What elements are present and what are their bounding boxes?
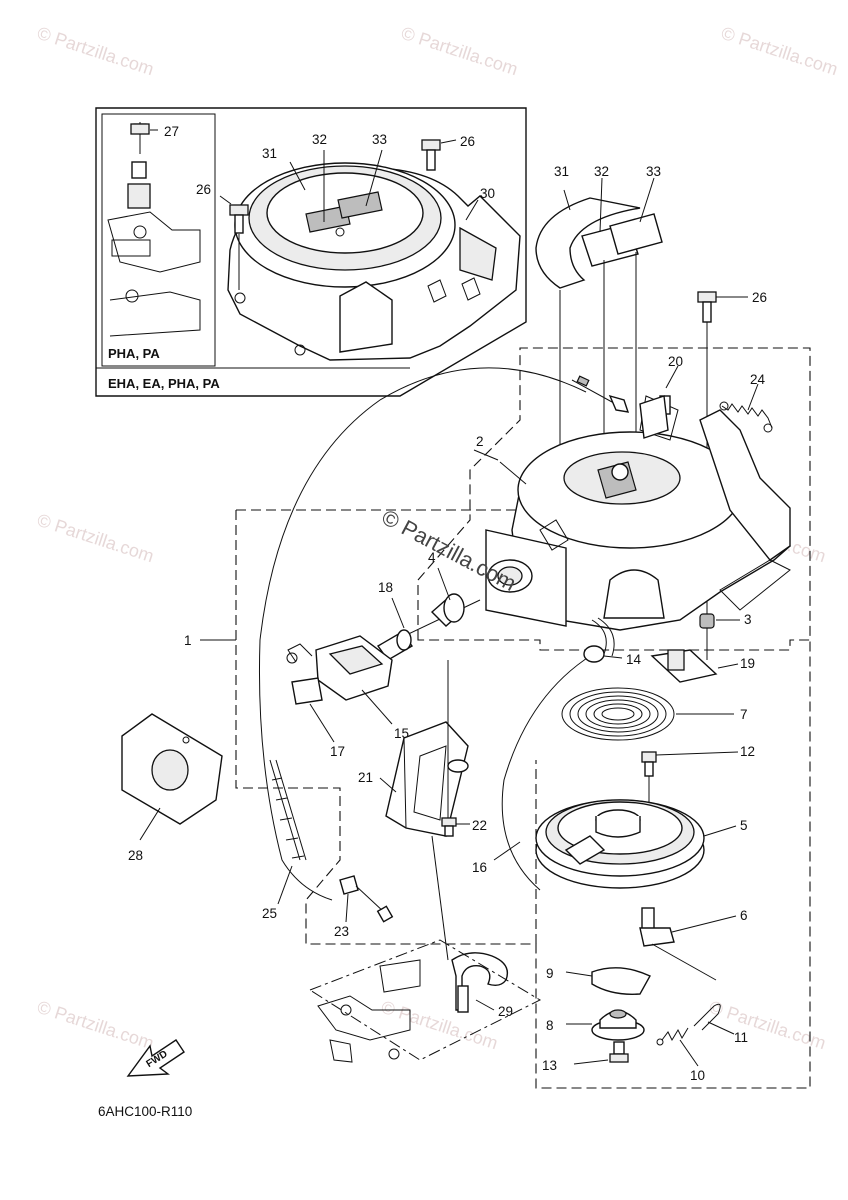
spring-24: 24 bbox=[719, 372, 773, 433]
callout-29: 29 bbox=[498, 1004, 513, 1019]
decals-exploded: 31 32 33 bbox=[535, 164, 663, 510]
callout-8: 8 bbox=[546, 1018, 554, 1033]
callout-1: 1 bbox=[184, 633, 192, 648]
callout-7: 7 bbox=[740, 707, 748, 722]
watermark: © Partzilla.com bbox=[35, 23, 157, 80]
callout-23: 23 bbox=[334, 924, 349, 939]
screw-22: 22 bbox=[441, 817, 487, 837]
callout-20: 20 bbox=[668, 354, 683, 369]
inset-bolt-26-left bbox=[219, 195, 249, 290]
cable-sheath bbox=[271, 777, 305, 859]
plate-9: 9 bbox=[546, 966, 651, 995]
callout-32: 32 bbox=[594, 164, 609, 179]
cable-25 bbox=[258, 367, 587, 901]
inset-inner-label: PHA, PA bbox=[108, 346, 160, 361]
callout-33: 33 bbox=[372, 132, 387, 147]
inset-panel: PHA, PA EHA, EA, PHA, PA bbox=[95, 107, 527, 397]
callout-33: 33 bbox=[646, 164, 661, 179]
callout-2: 2 bbox=[476, 434, 484, 449]
inset-bolt-27 bbox=[130, 123, 158, 135]
clip-11: 11 bbox=[693, 1003, 748, 1045]
callout-26: 26 bbox=[460, 134, 475, 149]
bolt-13: 13 bbox=[542, 1041, 629, 1073]
watermark: © Partzilla.com bbox=[399, 23, 521, 80]
inset-starter-housing bbox=[227, 162, 521, 361]
callout-32: 32 bbox=[312, 132, 327, 147]
recoil-spring-7: 7 bbox=[561, 687, 748, 741]
hose-29: 29 bbox=[451, 952, 513, 1019]
inset-outer-label: EHA, EA, PHA, PA bbox=[108, 376, 220, 391]
callout-3: 3 bbox=[744, 612, 752, 627]
ring-14: 14 bbox=[583, 645, 642, 667]
bolt-12: 12 bbox=[641, 744, 755, 820]
watermark: © Partzilla.com bbox=[719, 23, 841, 80]
callout-27: 27 bbox=[164, 124, 179, 139]
handle-15: 15 bbox=[315, 635, 409, 741]
pawl-6: 6 bbox=[639, 907, 748, 981]
callout-4: 4 bbox=[428, 550, 436, 565]
engine-bracket-sketch bbox=[308, 939, 542, 1063]
guide-19: 19 bbox=[650, 649, 755, 683]
callout-17: 17 bbox=[330, 744, 345, 759]
callout-18: 18 bbox=[378, 580, 393, 595]
pulley-5: 5 bbox=[535, 799, 748, 889]
cable-end-23: 23 bbox=[334, 875, 394, 939]
callout-10: 10 bbox=[690, 1068, 705, 1083]
callout-5: 5 bbox=[740, 818, 748, 833]
callout-30: 30 bbox=[480, 186, 495, 201]
callout-9: 9 bbox=[546, 966, 554, 981]
callout-22: 22 bbox=[472, 818, 487, 833]
cap-8: 8 bbox=[546, 1009, 645, 1041]
callout-26: 26 bbox=[752, 290, 767, 305]
starter-housing: 2 bbox=[473, 395, 791, 631]
callout-16: 16 bbox=[472, 860, 487, 875]
callout-14: 14 bbox=[626, 652, 642, 667]
callout-19: 19 bbox=[740, 656, 755, 671]
assembly-outline-2 bbox=[417, 347, 811, 651]
plug-3: 3 bbox=[699, 612, 752, 629]
callout-31: 31 bbox=[554, 164, 569, 179]
inset-bracket-sketch bbox=[107, 122, 201, 337]
watermark: © Partzilla.com bbox=[35, 997, 157, 1054]
pad-28: 28 bbox=[121, 713, 223, 863]
inset-bolt-26-right bbox=[421, 139, 457, 171]
callout-26: 26 bbox=[196, 182, 211, 197]
callout-28: 28 bbox=[128, 848, 143, 863]
spring-10: 10 bbox=[656, 1027, 705, 1083]
assembly-outline-1 bbox=[235, 510, 811, 1089]
callout-13: 13 bbox=[542, 1058, 557, 1073]
rope-16 bbox=[501, 649, 601, 891]
callout-25: 25 bbox=[262, 906, 277, 921]
callout-31: 31 bbox=[262, 146, 277, 161]
callout-12: 12 bbox=[740, 744, 755, 759]
fwd-arrow-icon: FWD bbox=[126, 1039, 185, 1077]
watermark: © Partzilla.com bbox=[35, 510, 157, 567]
callout-11: 11 bbox=[734, 1030, 748, 1045]
bracket-20: 20 bbox=[639, 354, 683, 439]
clip-17: 17 bbox=[286, 643, 345, 759]
callout-6: 6 bbox=[740, 908, 748, 923]
callout-24: 24 bbox=[750, 372, 766, 387]
callout-21: 21 bbox=[358, 770, 373, 785]
diagram-code: 6AHC100-R110 bbox=[98, 1104, 192, 1119]
